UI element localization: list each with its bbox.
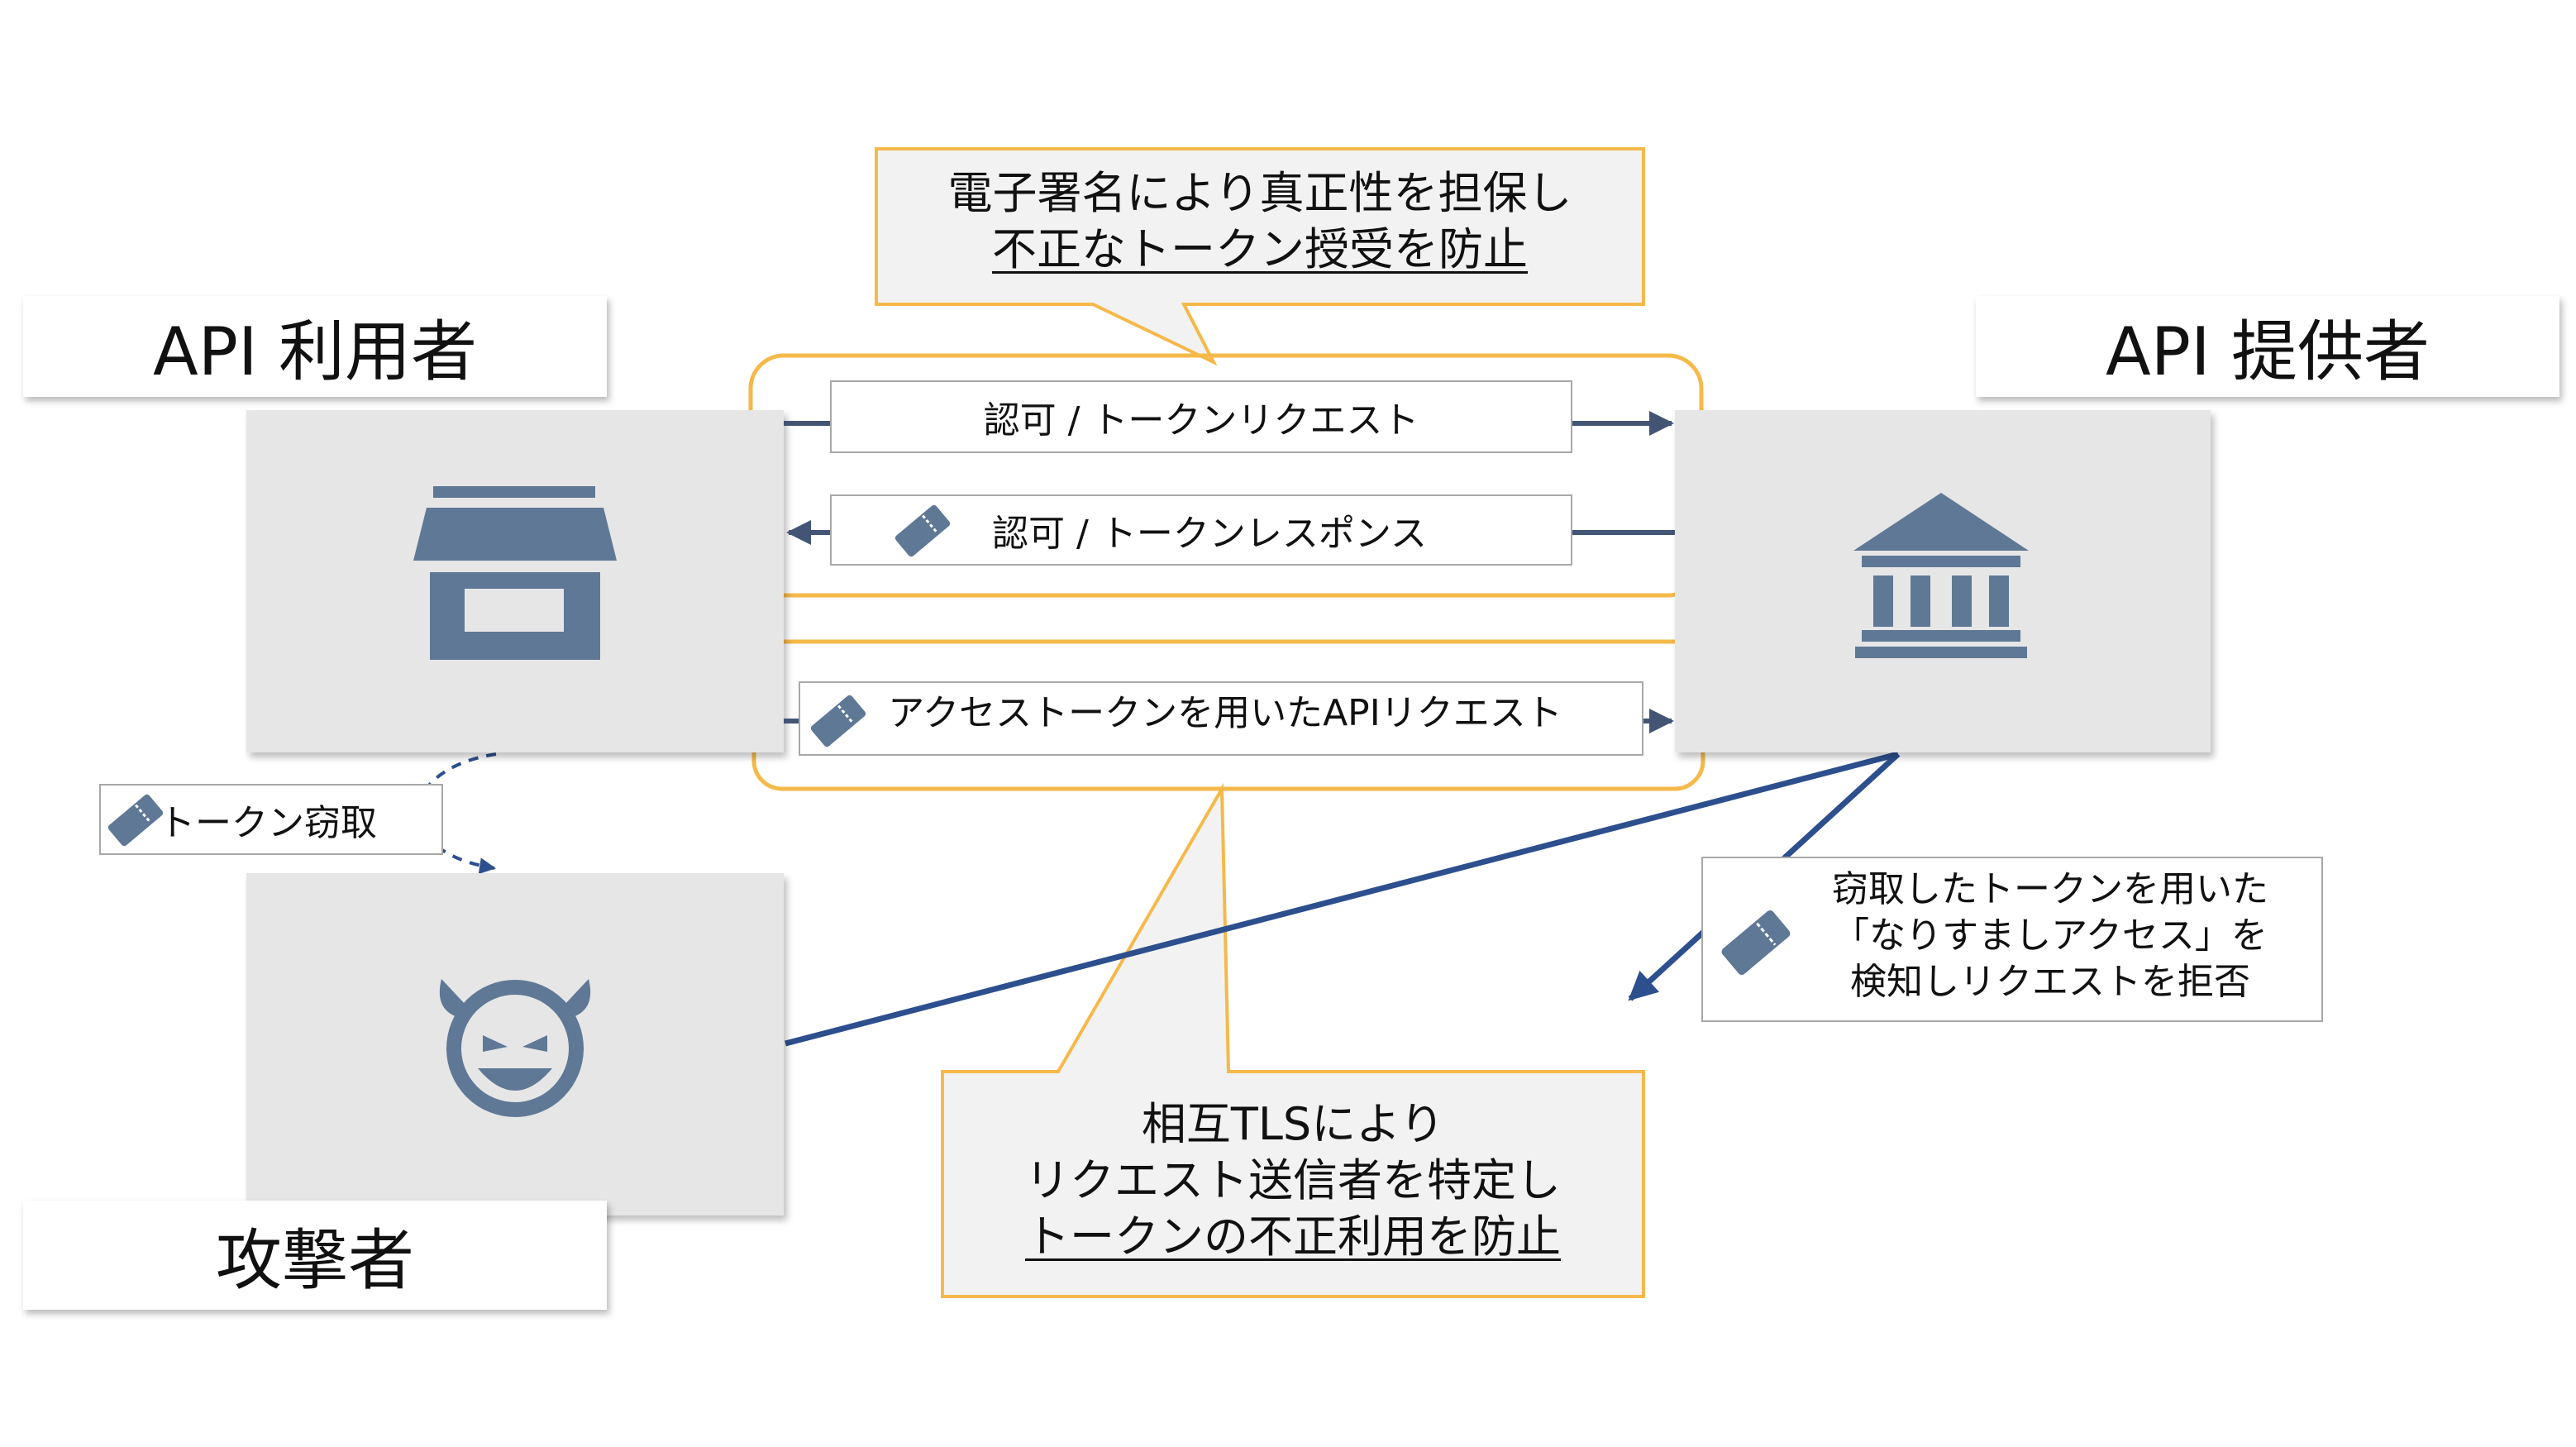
devil-icon [439, 979, 591, 1117]
token-theft-text: トークン窃取 [159, 802, 377, 844]
mtls-callout: 相互TLSにより リクエスト送信者を特定し トークンの不正利用を防止 [942, 1096, 1643, 1265]
signature-callout-shape [875, 147, 1645, 366]
attack-line [785, 751, 1899, 1047]
auth-request-label: 認可 / トークンリクエスト [830, 380, 1572, 453]
api-user-box [246, 410, 784, 752]
attacker-title: 攻撃者 [23, 1201, 607, 1310]
mtls-callout-line1: 相互TLSにより [1141, 1098, 1445, 1150]
api-request-text: アクセストークンを用いたAPIリクエスト [888, 692, 1562, 734]
store-icon [413, 486, 617, 660]
attacker-box [246, 873, 784, 1215]
ticket-icon [810, 695, 866, 747]
ticket-icon [894, 504, 951, 557]
theft-curve [417, 752, 497, 875]
ticket-icon [107, 794, 164, 847]
auth-response-text: 認可 / トークンレスポンス [992, 513, 1427, 555]
mtls-callout-line2: リクエスト送信者を特定し [1025, 1154, 1561, 1206]
reject-note: 窃取したトークンを用いた 「なりすましアクセス」を 検知しリクエストを拒否 [1701, 857, 2323, 1022]
bank-icon [1853, 493, 2029, 658]
mtls-callout-shape [941, 782, 1645, 1298]
token-theft-label: トークン窃取 [99, 784, 443, 855]
api-provider-box [1675, 410, 2211, 752]
api-request-label: アクセストークンを用いたAPIリクエスト [799, 681, 1643, 756]
api-user-title: API 利用者 [23, 296, 607, 397]
mtls-callout-line3: トークンの不正利用を防止 [1025, 1211, 1561, 1263]
signature-callout: 電子署名により真正性を担保し 不正なトークン授受を防止 [876, 165, 1643, 278]
signature-callout-line2: 不正なトークン授受を防止 [992, 223, 1528, 275]
reject-note-line1: 窃取したトークンを用いた [1832, 868, 2268, 910]
ticket-icon [1721, 910, 1791, 975]
reject-note-line2: 「なりすましアクセス」を [1833, 915, 2268, 957]
signature-callout-line1: 電子署名により真正性を担保し [947, 167, 1572, 219]
auth-response-label: 認可 / トークンレスポンス [830, 494, 1572, 566]
auth-request-text: 認可 / トークンリクエスト [983, 399, 1419, 442]
reject-note-line3: 検知しリクエストを拒否 [1850, 961, 2250, 1003]
api-provider-title: API 提供者 [1976, 296, 2559, 397]
